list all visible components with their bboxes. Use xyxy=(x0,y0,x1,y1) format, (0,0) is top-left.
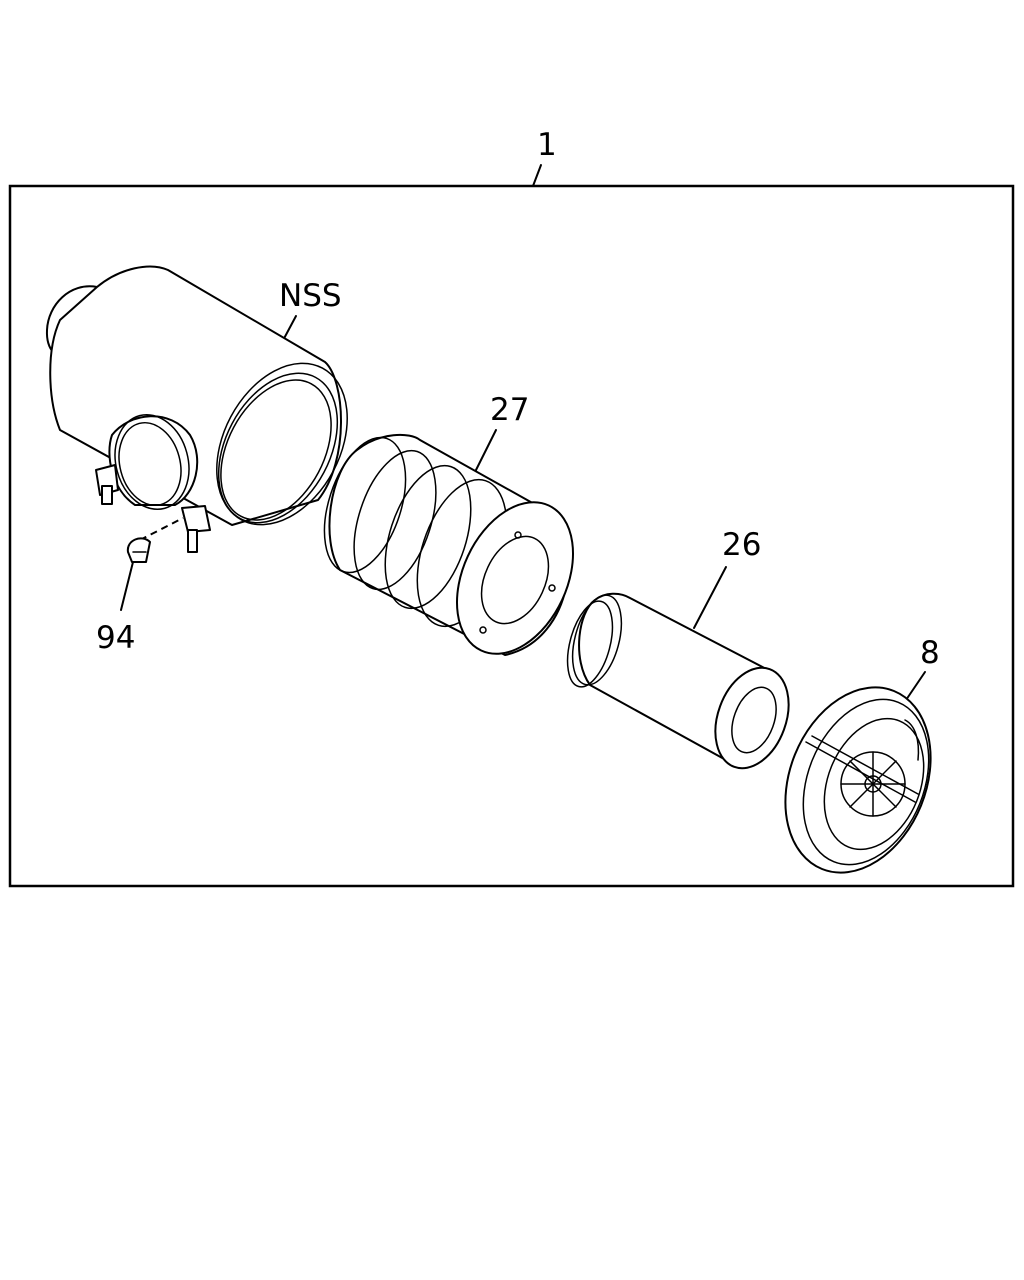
leader-line-end-cover xyxy=(905,671,926,701)
assembly-frame xyxy=(8,184,1015,888)
callout-label-outer-filter: 27 xyxy=(490,392,529,428)
callout-label-end-cover: 8 xyxy=(920,635,940,671)
end-cover-part xyxy=(784,686,932,874)
inner-filter-part xyxy=(566,592,790,770)
leader-line-assembly xyxy=(532,164,542,187)
leader-line-outer-filter xyxy=(473,429,497,475)
leader-line-clamp xyxy=(120,561,134,611)
outer-filter-part xyxy=(323,433,575,656)
callout-label-clamp: 94 xyxy=(96,620,135,656)
callout-label-inner-filter: 26 xyxy=(722,527,761,563)
callout-label-assembly: 1 xyxy=(537,127,557,163)
leader-line-inner-filter xyxy=(693,566,727,629)
clamp-part xyxy=(126,537,151,563)
callout-label-housing: NSS xyxy=(279,278,342,314)
housing-part xyxy=(45,265,348,553)
